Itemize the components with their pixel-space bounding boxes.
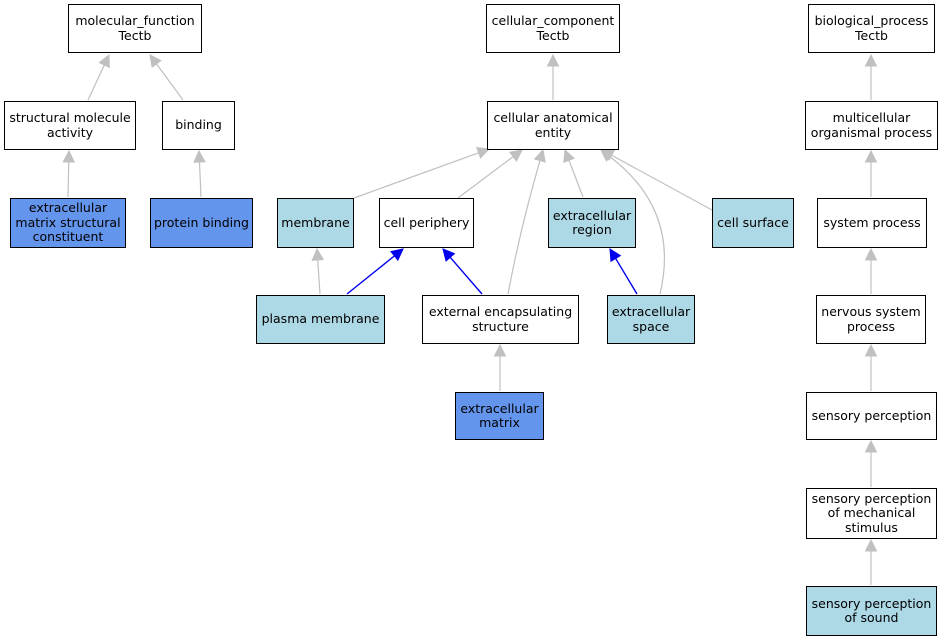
arrowhead-sps-to-spm [864,538,878,552]
arrowhead-spm-to-spc [864,439,878,453]
arrowhead-ecm-to-ees [493,343,507,357]
node-cell-surface[interactable]: cell surface [712,198,794,248]
edge-pm-to-mem [317,259,321,295]
edge-pb-to-bnd [198,161,202,198]
edge-cp-to-cae [457,156,514,199]
node-extracellular-matrix-structural-constituent[interactable]: extracellular matrix structural constitu… [10,198,126,248]
arrowhead-sma-to-mf [98,53,110,69]
arrowhead-bnd-to-mf [149,54,162,69]
edge-mem-to-cae [353,152,479,199]
edge-ecs-to-cae [609,156,666,295]
arrowhead-spc-to-nsp [864,343,878,357]
node-protein-binding[interactable]: protein binding [150,198,253,248]
arrowhead-ees-to-cp [442,248,456,262]
arrowhead-cae-to-cc [546,53,560,67]
arrowhead-mem-to-cae [476,146,491,159]
node-molecular-function[interactable]: molecular_function Tectb [68,4,202,53]
edge-pm-to-cp [346,255,395,295]
node-extracellular-region[interactable]: extracellular region [548,198,636,248]
edge-ees-to-cp [449,256,483,295]
arrowhead-mop-to-bp [864,53,878,67]
arrowhead-ecr-to-cae [563,148,576,163]
arrowhead-nsp-to-sp [864,247,878,261]
edge-cs-to-cae [611,154,713,211]
edge-ecs-to-ecr [615,258,638,295]
node-cellular-anatomical-entity[interactable]: cellular anatomical entity [487,101,619,150]
node-system-process[interactable]: system process [817,198,927,248]
arrowhead-pb-to-bnd [193,149,206,163]
node-cell-periphery[interactable]: cell periphery [379,198,474,248]
node-external-encapsulating-structure[interactable]: external encapsulating structure [422,295,579,344]
edge-ees-to-cae [507,160,541,295]
node-nervous-system-process[interactable]: nervous system process [816,295,926,344]
node-multicellular-organismal-process[interactable]: multicellular organismal process [805,101,938,150]
edge-bnd-to-mf [156,63,184,101]
arrowhead-cs-to-cae [601,149,616,162]
node-sensory-perception-of-mechanical-stimulus[interactable]: sensory perception of mechanical stimulu… [806,488,937,539]
arrowhead-cp-to-cae [509,149,523,162]
node-sensory-perception-of-sound[interactable]: sensory perception of sound [806,586,937,636]
node-plasma-membrane[interactable]: plasma membrane [256,295,385,344]
node-extracellular-matrix[interactable]: extracellular matrix [455,392,544,440]
node-sensory-perception[interactable]: sensory perception [806,392,937,440]
node-membrane[interactable]: membrane [277,198,354,248]
arrowhead-ees-to-cae [533,148,546,163]
arrowhead-ecs-to-ecr [609,248,622,263]
node-biological-process[interactable]: biological_process Tectb [808,4,935,53]
edge-emsc-to-sma [67,161,70,198]
edge-ecr-to-cae [568,160,584,198]
node-structural-molecule-activity[interactable]: structural molecule activity [4,101,136,150]
node-cellular-component[interactable]: cellular_component Tectb [486,4,620,53]
node-extracellular-space[interactable]: extracellular space [607,295,695,344]
arrowhead-pm-to-mem [311,247,325,261]
arrowhead-emsc-to-sma [62,149,76,163]
arrowhead-pm-to-cp [390,248,404,262]
arrowhead-sp-to-mop [864,149,878,163]
edge-sma-to-mf [87,64,105,101]
node-binding[interactable]: binding [162,101,235,150]
